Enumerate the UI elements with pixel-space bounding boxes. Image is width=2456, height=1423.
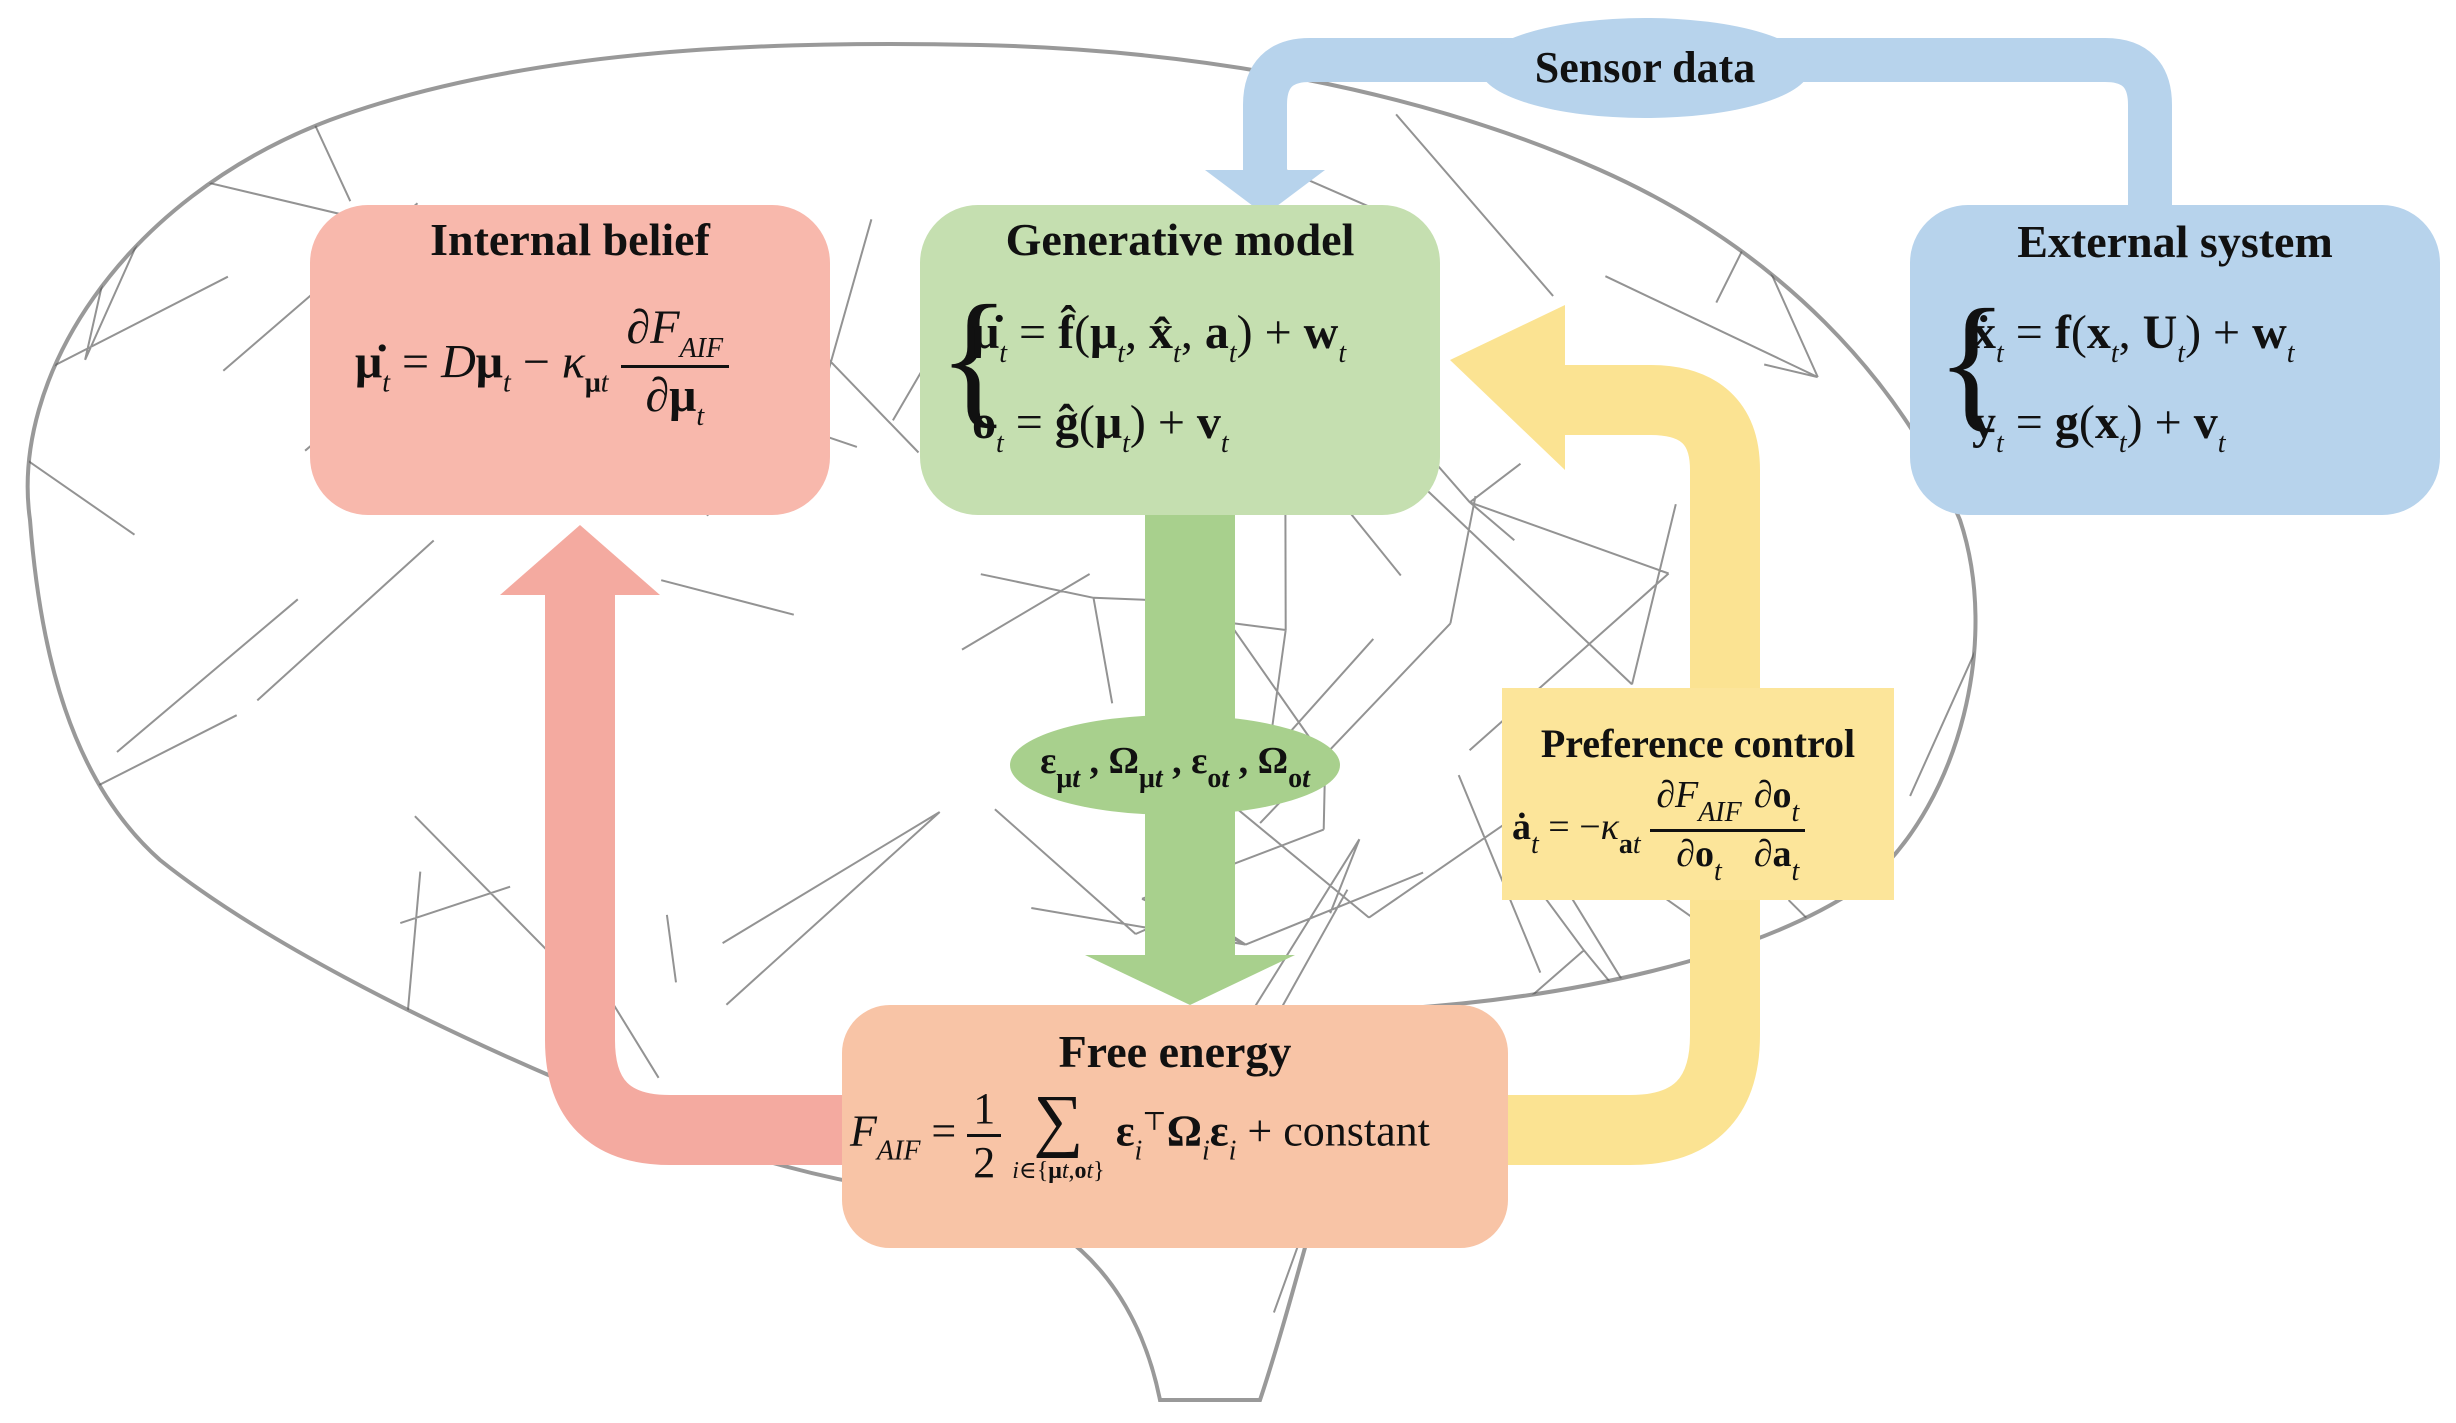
preference-control-box: Preference control ȧt = −κat ∂FAIF∂ot∂ot… xyxy=(1502,688,1894,900)
free-energy-title: Free energy xyxy=(1058,1026,1292,1077)
free-energy-constant: constant xyxy=(1283,1106,1430,1156)
external-system-brace: { xyxy=(1936,279,2008,445)
internal-belief-title: Internal belief xyxy=(430,214,710,265)
free-energy-arrowhead xyxy=(1085,955,1295,1005)
preference-flow-arrowhead xyxy=(1450,305,1565,470)
sensor-data-label: Sensor data xyxy=(1534,43,1756,92)
generative-model-equation-2: ot = ĝ(μt) + vt xyxy=(972,396,1229,459)
preference-control-title: Preference control xyxy=(1540,721,1856,766)
generative-model-brace: { xyxy=(938,275,1010,441)
external-system-equation-1: ẋt = f(xt, Ut) + wt xyxy=(1972,306,2295,369)
internal-belief-box: Internal belief μ̇t = Dμt − κμt ∂FAIF∂μt xyxy=(310,205,830,515)
generative-model-title: Generative model xyxy=(1005,214,1355,265)
sensor-data-ellipse: Sensor data xyxy=(1480,18,1810,118)
prediction-errors-ellipse: εμt , Ωμt , εot , Ωot xyxy=(1010,715,1340,815)
external-system-equation-2: yt = g(xt) + vt xyxy=(1972,396,2226,459)
gen-to-errors-arrow xyxy=(1145,510,1235,740)
preference-control-equation: ȧt = −κat ∂FAIF∂ot∂ot∂at xyxy=(1512,773,1806,888)
generative-model-box: Generative model { μ̇t = f̂(μt, x̂t, at)… xyxy=(920,205,1440,515)
preference-flow-arrow xyxy=(1505,365,1760,1165)
external-system-box: External system { ẋt = f(xt, Ut) + wt yt… xyxy=(1910,205,2440,515)
prediction-errors-label: εμt , Ωμt , εot , Ωot xyxy=(1040,740,1310,794)
internal-belief-equation: μ̇t = Dμt − κμt ∂FAIF∂μt xyxy=(355,300,730,433)
belief-update-arrowhead xyxy=(500,525,660,595)
generative-model-equation-1: μ̇t = f̂(μt, x̂t, at) + wt xyxy=(972,306,1347,369)
sensor-flow-arrowhead xyxy=(1205,170,1325,215)
belief-update-arrow xyxy=(545,590,845,1165)
external-system-title: External system xyxy=(2017,216,2333,267)
